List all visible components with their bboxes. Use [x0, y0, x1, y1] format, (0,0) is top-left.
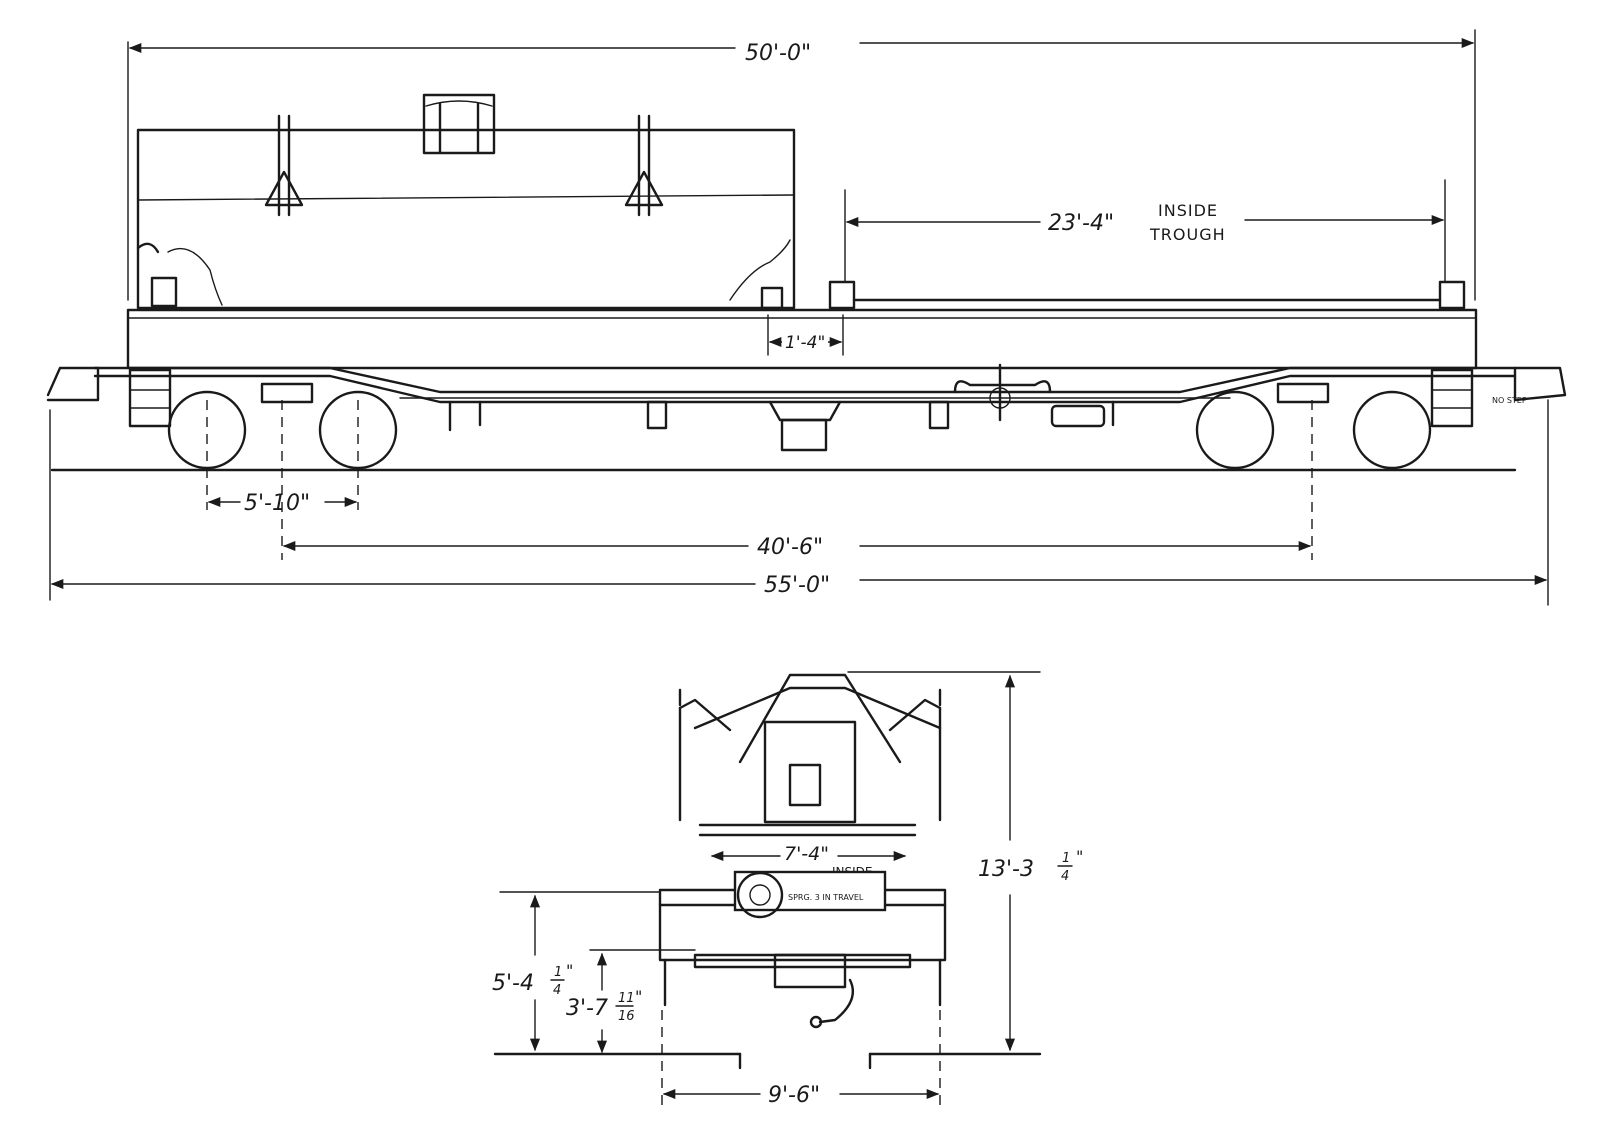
svg-text:4: 4	[553, 983, 561, 998]
coupler-right	[1513, 366, 1567, 402]
ladder-left	[128, 368, 172, 428]
trough-post	[828, 280, 856, 310]
tank-seam	[137, 194, 795, 201]
svg-text:": "	[1076, 847, 1083, 866]
dome	[422, 93, 496, 155]
dim-truck-wheelbase: 5'-10"	[244, 491, 310, 516]
svg-text:1: 1	[554, 965, 562, 980]
side-view: 50'-0"	[46, 29, 1567, 606]
brake-valve	[953, 380, 1052, 394]
spring-note: SPRG. 3 IN TRAVEL	[788, 893, 864, 902]
trough-note-inside: INSIDE	[1158, 201, 1218, 220]
underframe: NO STEP	[46, 308, 1567, 452]
svg-text:": "	[635, 987, 642, 1006]
dim-deck-height: 5'-4	[492, 971, 534, 996]
svg-text:": "	[566, 961, 573, 980]
end-window	[788, 763, 822, 807]
coupler-face	[773, 953, 847, 989]
end-door	[763, 720, 857, 824]
dim-rail-width: 9'-6"	[768, 1083, 820, 1108]
dim-post-spacing: 1'-4"	[785, 333, 825, 353]
center-sill	[93, 366, 1517, 394]
svg-text:11: 11	[618, 991, 635, 1006]
air-reservoir	[768, 400, 842, 422]
dim-trough-length: 23'-4"	[1048, 211, 1114, 236]
air-hose	[818, 978, 855, 1024]
dim-overall-top: 50'-0"	[745, 41, 811, 66]
coupler-left	[46, 366, 100, 402]
dim-coupler-height: 3'-7	[566, 996, 608, 1021]
svg-text:4: 4	[1061, 869, 1069, 884]
wheel	[1195, 390, 1275, 470]
svg-text:16: 16	[618, 1009, 635, 1024]
ladder-right	[1430, 368, 1474, 428]
side-sill	[126, 308, 1478, 370]
wheel	[1352, 390, 1432, 470]
dim-truck-centers: 40'-6"	[757, 535, 823, 560]
end-roof	[738, 673, 902, 764]
brake-wheel	[736, 871, 784, 919]
trough-post	[1438, 280, 1466, 310]
tank	[136, 93, 796, 310]
end-view: 7'-4" INSIDE SPRG. 3 IN TRAVEL 13'-3 1 4…	[492, 671, 1083, 1108]
end-note: NO STEP	[1492, 396, 1527, 405]
svg-text:1: 1	[1062, 851, 1070, 866]
trough-note-trough: TROUGH	[1149, 225, 1226, 244]
dim-overall-length: 55'-0"	[764, 573, 830, 598]
dim-inside-width: 7'-4"	[784, 843, 829, 865]
tank-body	[136, 128, 796, 310]
dim-overall-height: 13'-3	[978, 857, 1034, 882]
end-posts	[678, 706, 942, 822]
